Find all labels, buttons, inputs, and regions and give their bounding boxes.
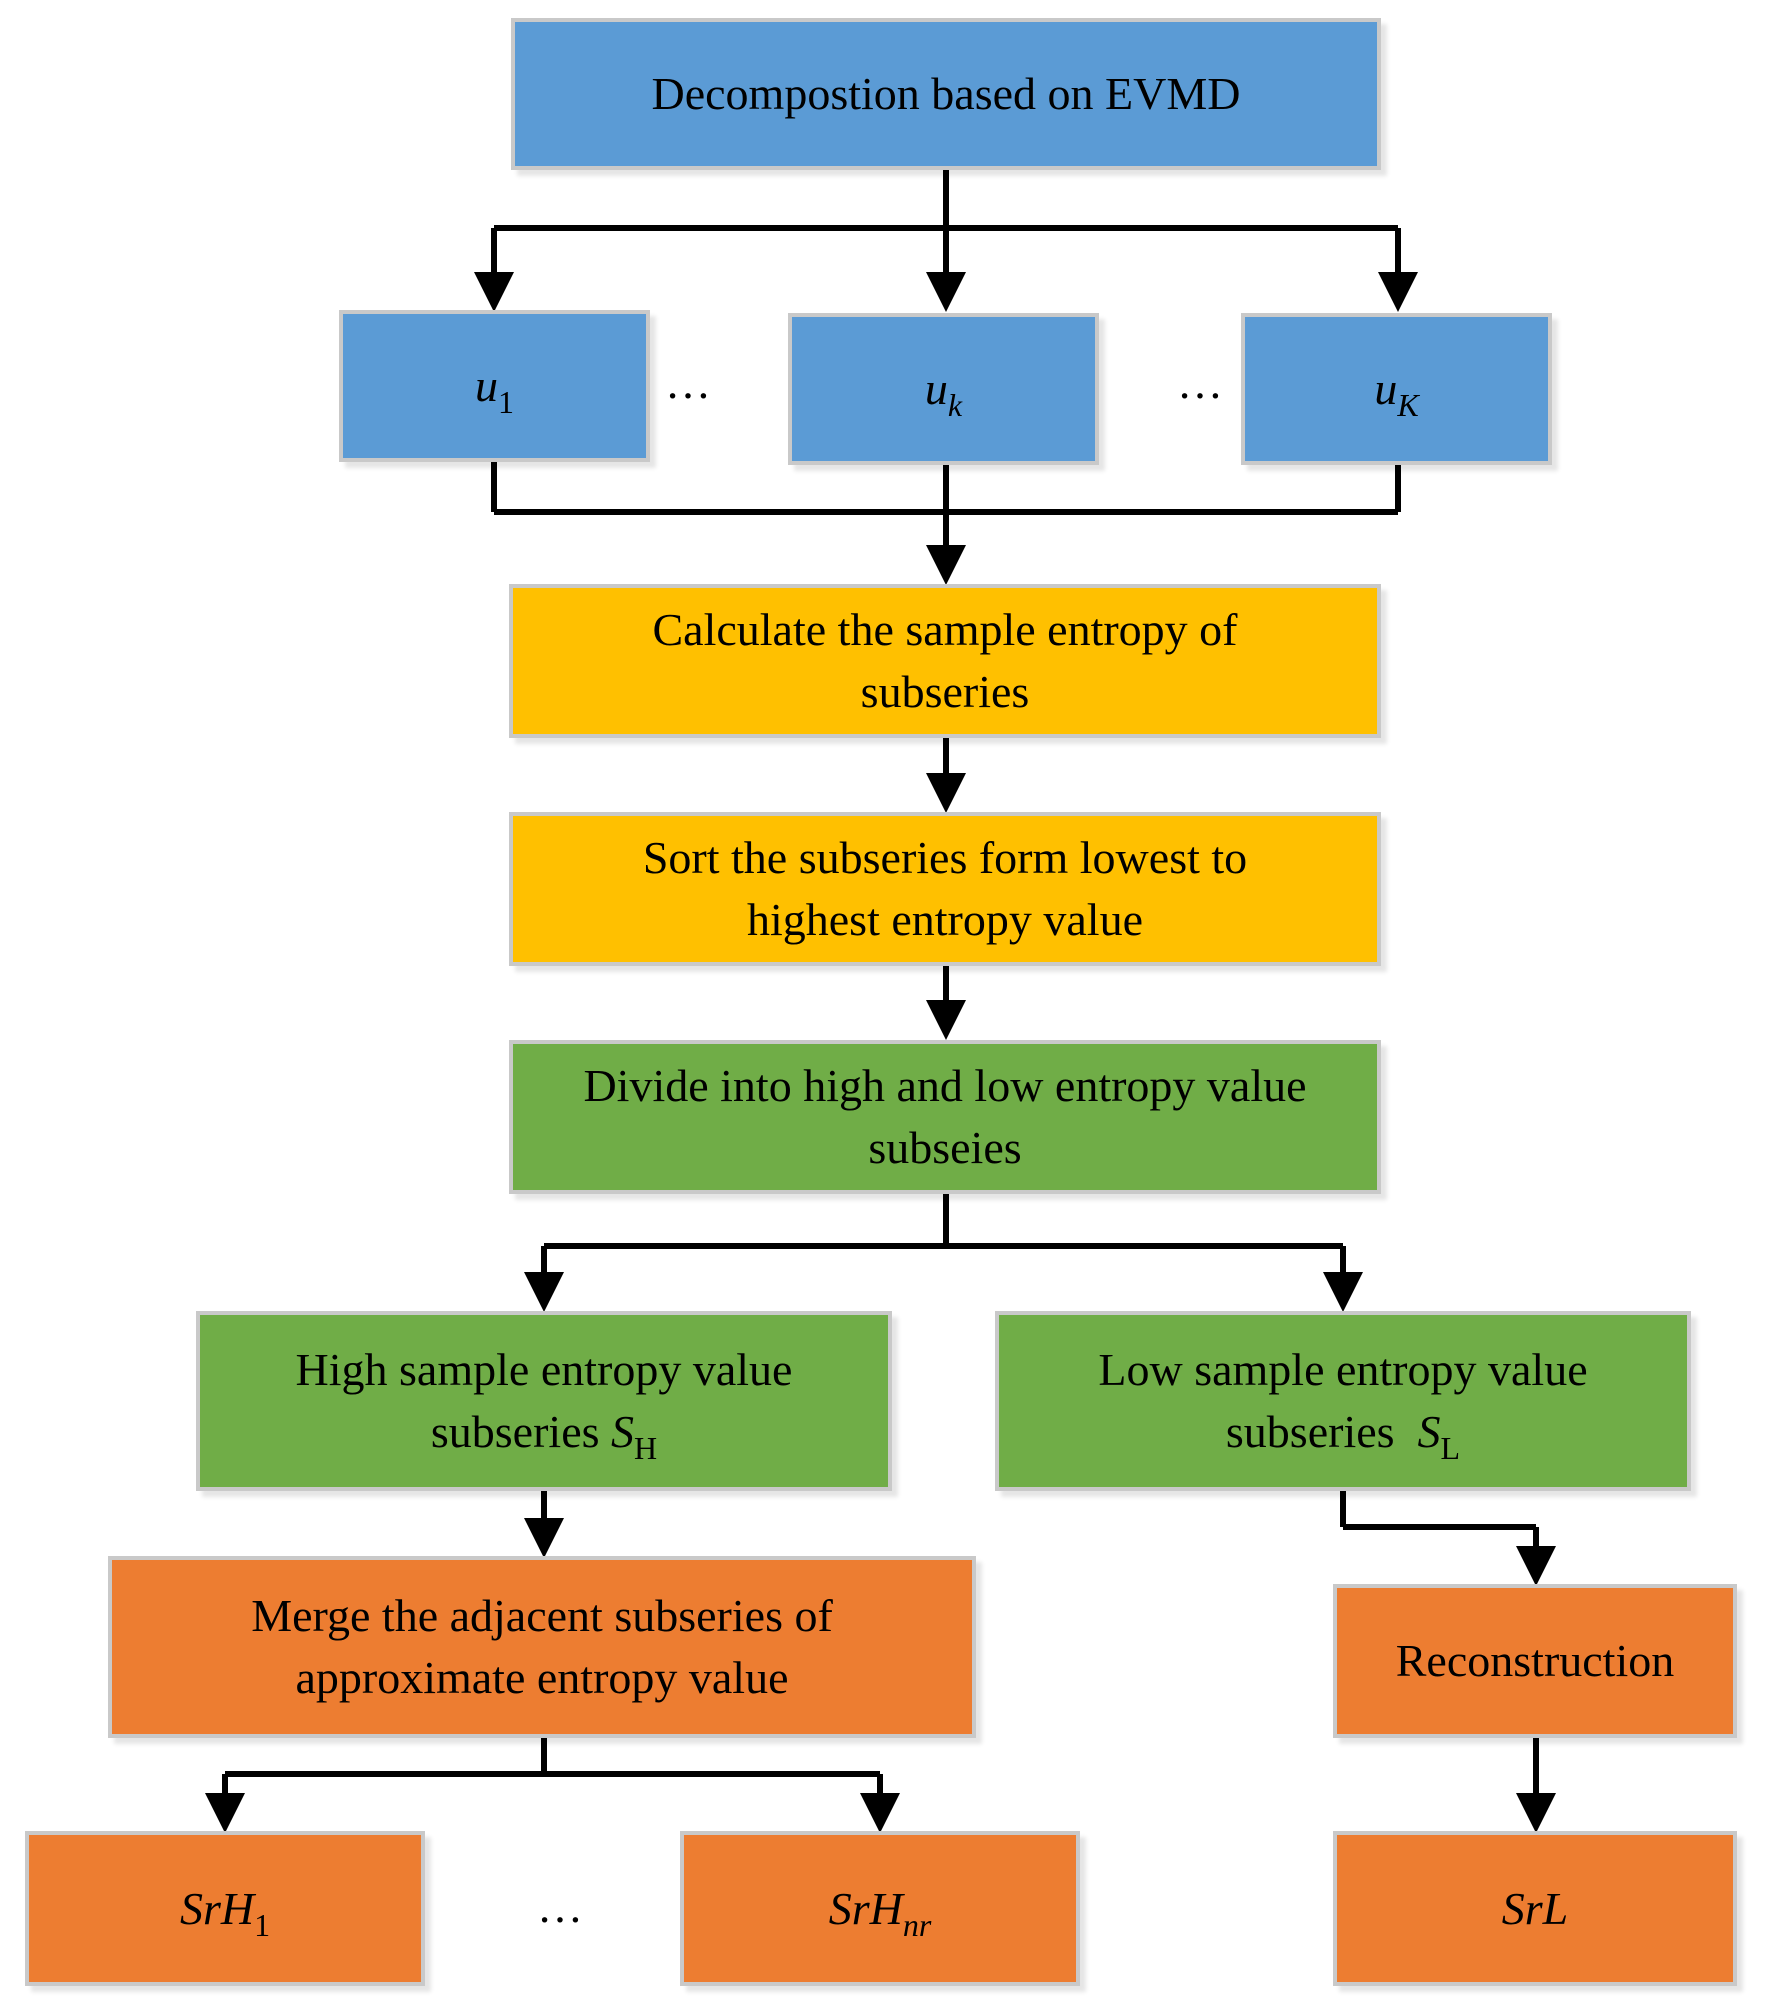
- merge-box: Merge the adjacent subseries of approxim…: [108, 1556, 976, 1738]
- uK-sub: K: [1397, 387, 1419, 423]
- low-line-1: Low sample entropy value: [1098, 1344, 1588, 1395]
- uk-var: u: [924, 363, 948, 414]
- reconstruction-label: Reconstruction: [1395, 1635, 1675, 1686]
- high-line-2: subseries: [430, 1406, 600, 1457]
- srhnr-box: SrHnr: [680, 1831, 1080, 1986]
- high-symbol-sub: H: [634, 1430, 658, 1466]
- arrowhead: [926, 773, 966, 813]
- srh1-var: SrH: [179, 1882, 255, 1934]
- uk-box: uk: [788, 313, 1099, 465]
- arrowhead: [1516, 1546, 1556, 1586]
- ellipsis-srh: …: [537, 1881, 583, 1932]
- arrowhead: [926, 272, 966, 312]
- arrowhead: [1323, 1272, 1363, 1312]
- arrowhead: [1378, 272, 1418, 312]
- arrowhead: [524, 1272, 564, 1312]
- low-line-2: subseries: [1225, 1406, 1395, 1457]
- decomposition-box: Decompostion based on EVMD: [511, 18, 1381, 170]
- arrowhead: [926, 545, 966, 585]
- low-symbol-sub: L: [1440, 1430, 1461, 1466]
- sort-line-2: highest entropy value: [746, 894, 1143, 945]
- srh1-sub: 1: [254, 1906, 271, 1943]
- u1-var: u: [475, 360, 498, 411]
- arrowhead: [524, 1518, 564, 1558]
- arrowhead: [1516, 1793, 1556, 1833]
- calculate-line-1: Calculate the sample entropy of: [652, 604, 1238, 655]
- srl-label: SrL: [1501, 1882, 1569, 1934]
- srh1-box: SrH1: [25, 1831, 425, 1986]
- divide-line-1: Divide into high and low entropy value: [583, 1060, 1307, 1111]
- arrowhead: [205, 1793, 245, 1833]
- srhnr-var: SrH: [828, 1882, 903, 1934]
- u1-box: u1: [339, 310, 650, 462]
- arrowhead: [474, 272, 514, 312]
- sort-line-1: Sort the subseries form lowest to: [642, 832, 1248, 883]
- high-symbol-var: S: [611, 1406, 635, 1457]
- calculate-line-2: subseries: [860, 666, 1030, 717]
- srhnr-sub: nr: [902, 1906, 932, 1943]
- high-line-1: High sample entropy value: [295, 1344, 793, 1395]
- decomposition-label: Decompostion based on EVMD: [651, 68, 1241, 119]
- low-symbol-var: S: [1417, 1406, 1441, 1457]
- srl-box: SrL: [1333, 1831, 1737, 1986]
- divide-box: Divide into high and low entropy value s…: [509, 1040, 1381, 1194]
- sort-subseries-box: Sort the subseries form lowest to highes…: [509, 812, 1381, 966]
- merge-line-2: approximate entropy value: [295, 1652, 789, 1703]
- arrowhead: [860, 1793, 900, 1833]
- uK-var: u: [1374, 363, 1398, 414]
- ellipsis-u-left: …: [665, 357, 711, 408]
- high-entropy-box: High sample entropy value subseries SH: [196, 1311, 892, 1491]
- u1-sub: 1: [498, 384, 514, 420]
- uK-box: uK: [1241, 313, 1552, 465]
- merge-line-1: Merge the adjacent subseries of: [251, 1590, 833, 1641]
- divide-line-2: subseies: [868, 1122, 1022, 1173]
- uk-sub: k: [947, 387, 963, 423]
- reconstruction-box: Reconstruction: [1333, 1584, 1737, 1738]
- arrowhead: [926, 1000, 966, 1040]
- ellipsis-u-right: …: [1177, 357, 1223, 408]
- calculate-entropy-box: Calculate the sample entropy of subserie…: [509, 584, 1381, 738]
- low-entropy-box: Low sample entropy value subseries SL: [995, 1311, 1691, 1491]
